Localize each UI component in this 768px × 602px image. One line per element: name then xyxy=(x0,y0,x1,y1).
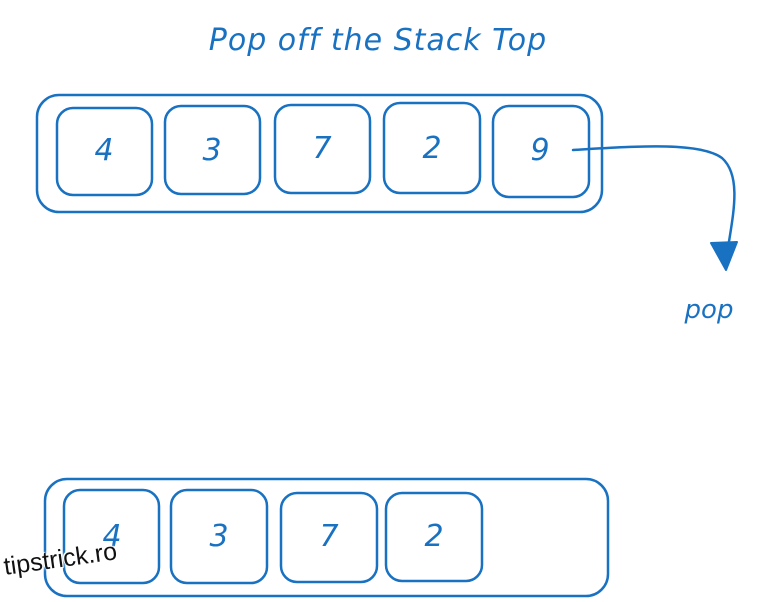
stack-before-value: 4 xyxy=(94,133,113,168)
stack-before-cell: 2 xyxy=(382,101,482,195)
stack-before-value: 9 xyxy=(530,133,549,168)
stack-after-container xyxy=(43,477,610,598)
stack-after-value: 7 xyxy=(319,519,338,554)
stack-after-cell: 2 xyxy=(384,491,484,583)
stack-before-cells: 4 3 7 2 9 xyxy=(55,101,591,199)
stack-after-value: 4 xyxy=(102,519,121,554)
diagram-title: Pop off the Stack Top xyxy=(209,23,547,58)
stack-after-cell: 7 xyxy=(279,491,379,584)
stack-before-cell: 7 xyxy=(273,103,372,195)
curved-arrow-icon xyxy=(571,145,738,271)
stack-before-cell: 3 xyxy=(163,104,262,196)
stack-after-cell: 3 xyxy=(169,488,269,585)
stack-before-container xyxy=(35,93,604,214)
arrow-head xyxy=(710,241,738,271)
stack-before-cell: 9 xyxy=(491,104,591,199)
pop-label: pop xyxy=(684,295,734,325)
stack-after-value: 3 xyxy=(209,519,228,554)
stack-before-value: 7 xyxy=(312,131,331,166)
stack-after-cells: 4 3 7 2 xyxy=(62,488,484,585)
stack-after-value: 2 xyxy=(424,519,443,554)
stack-before-value: 3 xyxy=(202,133,221,168)
stack-after-cell: 4 xyxy=(62,488,161,585)
stack-before-cell: 4 xyxy=(55,106,154,197)
stack-before-value: 2 xyxy=(422,131,441,166)
